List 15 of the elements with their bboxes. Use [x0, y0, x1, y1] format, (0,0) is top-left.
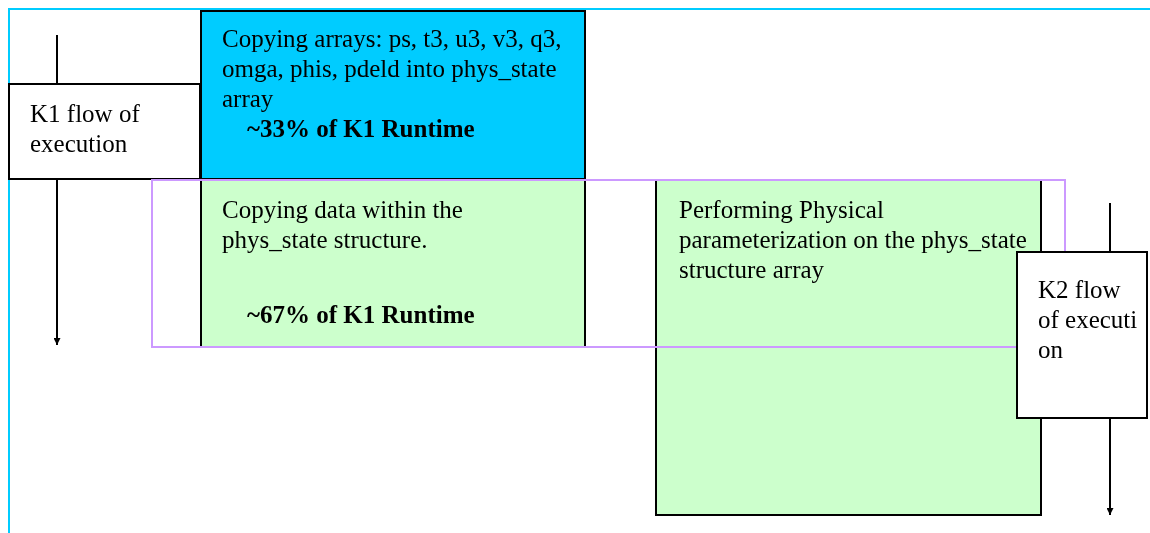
box-label: Performing Physical parameterization on the phys_state structure array [679, 195, 1028, 285]
process-box [1016, 251, 1148, 419]
runtime-share-label: ~33% of K1 Runtime [246, 114, 475, 144]
flow-line [56, 34, 58, 84]
box-label: K2 flow of execution [1038, 275, 1138, 365]
process-box [8, 83, 201, 180]
box-label: K1 flow of execution [30, 99, 141, 159]
process-box [200, 179, 586, 348]
flow-arrow [1106, 418, 1114, 516]
box-label: Copying arrays: ps, t3, u3, v3, q3, omga, phis, pdeld into phys_state array [222, 24, 563, 114]
runtime-share-label: ~67% of K1 Runtime [246, 300, 475, 330]
flow-arrow [53, 179, 61, 346]
flow-line [1109, 202, 1111, 252]
box-label: Copying data within the phys_state structure. [222, 195, 464, 255]
process-box [200, 10, 586, 180]
